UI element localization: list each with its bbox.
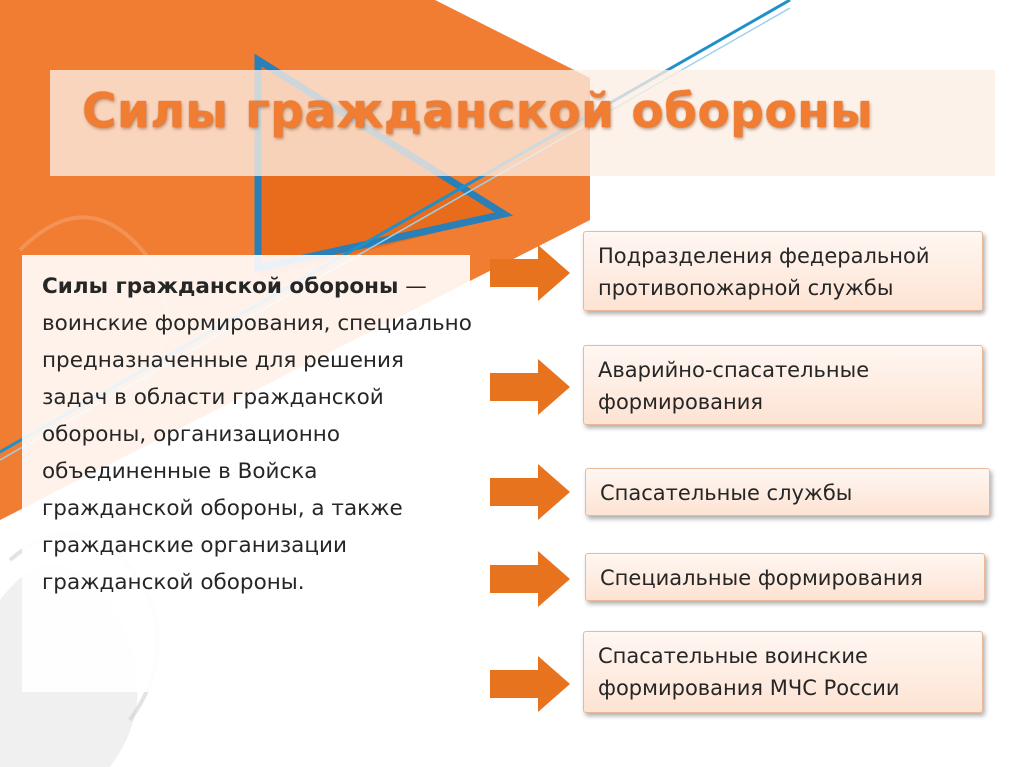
force-box: Аварийно-спасательные формирования — [583, 345, 983, 425]
page-title: Силы гражданской обороны — [82, 84, 874, 139]
arrow-right-icon — [490, 656, 570, 712]
force-box: Спасательные службы — [585, 468, 990, 516]
arrow-right-icon — [490, 551, 570, 607]
force-box: Подразделения федеральной противопожарно… — [583, 231, 983, 311]
force-box: Спасательные воинские формирования МЧС Р… — [583, 631, 983, 713]
force-box: Специальные формирования — [585, 553, 985, 601]
definition-panel — [22, 255, 470, 692]
definition-term: Силы гражданской обороны — [42, 274, 399, 299]
arrow-right-icon — [490, 464, 570, 520]
title-band — [50, 70, 995, 176]
definition-text: Силы гражданской обороны — воинские форм… — [42, 268, 472, 601]
arrow-right-icon — [490, 359, 570, 415]
definition-body: — воинские формирования, специально пред… — [42, 274, 472, 595]
arrow-right-icon — [490, 245, 570, 301]
